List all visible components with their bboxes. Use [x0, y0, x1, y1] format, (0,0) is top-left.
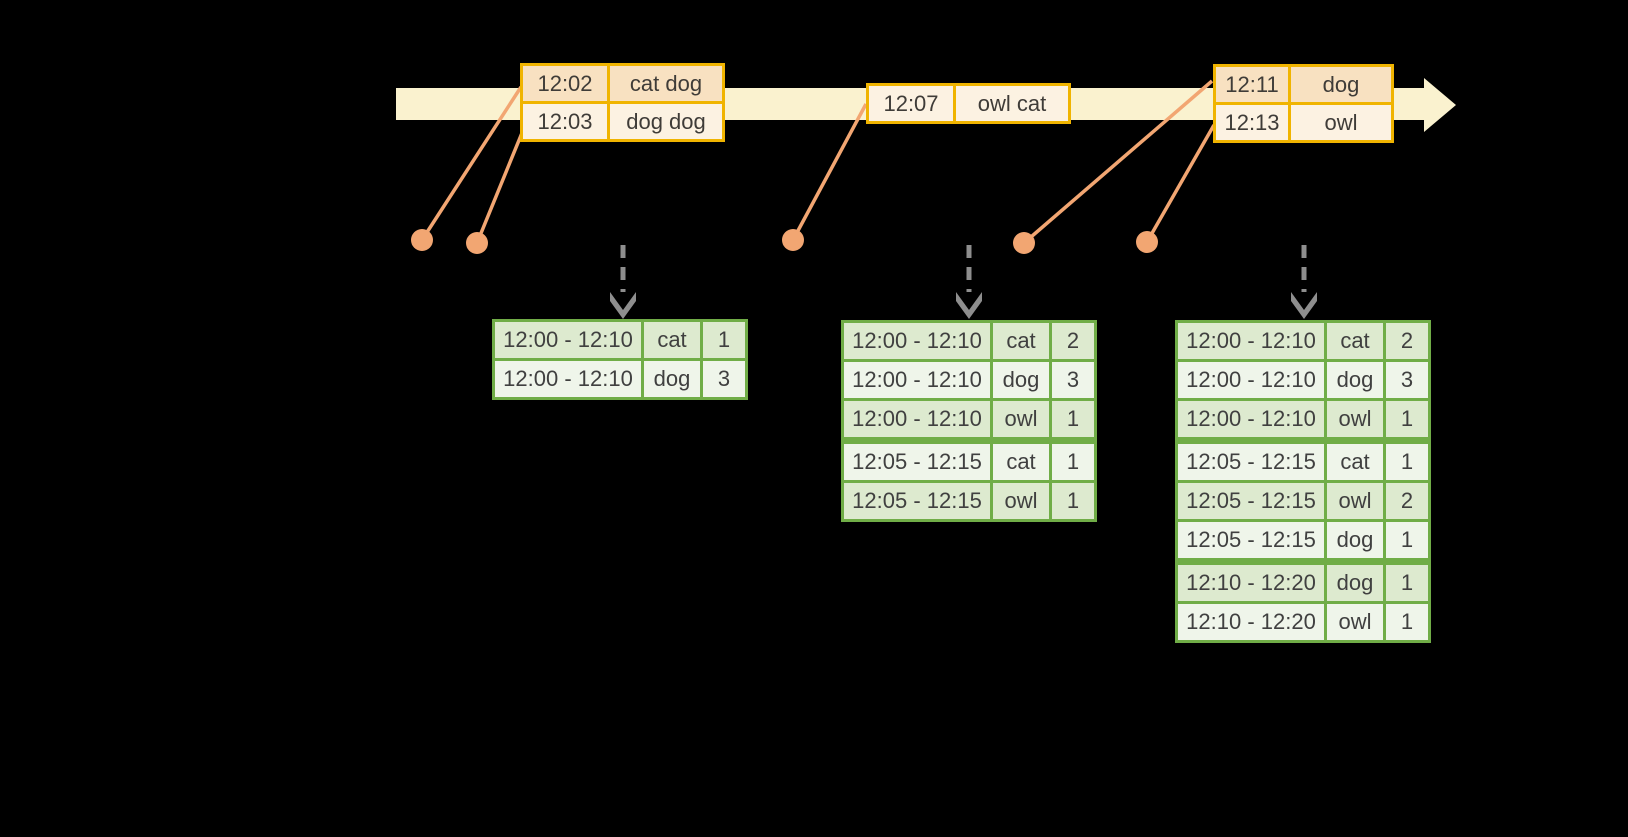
result-count: 2	[1049, 320, 1097, 362]
result-count: 3	[1383, 359, 1431, 401]
result-window: 12:00 - 12:10	[841, 359, 993, 401]
result-word: dog	[1324, 519, 1386, 563]
result-count: 3	[700, 358, 748, 400]
result-window: 12:10 - 12:20	[1175, 601, 1327, 643]
event-dot-icon	[466, 232, 488, 254]
result-count: 1	[1049, 437, 1097, 483]
result-count: 3	[1049, 359, 1097, 401]
event-time: 12:07	[866, 83, 956, 124]
result-word: dog	[990, 359, 1052, 401]
event-words: owl	[1288, 102, 1394, 143]
result-word: dog	[1324, 558, 1386, 604]
result-row: 12:10 - 12:20 owl 1	[1175, 601, 1431, 643]
event-time: 12:03	[520, 101, 610, 142]
event-dot-icon	[782, 229, 804, 251]
result-row: 12:00 - 12:10 cat 2	[841, 320, 1097, 362]
trigger-arrowhead-icon	[1291, 292, 1317, 319]
result-window: 12:05 - 12:15	[1175, 480, 1327, 522]
result-word: cat	[1324, 320, 1386, 362]
result-row: 12:05 - 12:15 cat 1	[1175, 437, 1431, 483]
result-word: cat	[990, 320, 1052, 362]
result-row: 12:05 - 12:15 owl 2	[1175, 480, 1431, 522]
event-connector-line	[791, 103, 868, 241]
result-word: owl	[1324, 601, 1386, 643]
result-word: cat	[1324, 437, 1386, 483]
result-window: 12:05 - 12:15	[1175, 519, 1327, 563]
result-word: cat	[990, 437, 1052, 483]
event-table-3: 12:11 dog 12:13 owl	[1213, 64, 1394, 143]
result-count: 1	[1049, 398, 1097, 442]
result-row: 12:00 - 12:10 owl 1	[841, 398, 1097, 442]
result-window: 12:00 - 12:10	[1175, 398, 1327, 442]
result-word: owl	[990, 398, 1052, 442]
result-window: 12:05 - 12:15	[1175, 437, 1327, 483]
event-connector-line	[420, 86, 523, 241]
timeline-arrowhead-icon	[1424, 78, 1456, 132]
result-window: 12:00 - 12:10	[492, 319, 644, 361]
result-window: 12:00 - 12:10	[1175, 320, 1327, 362]
result-count: 1	[1049, 480, 1097, 522]
result-window: 12:00 - 12:10	[1175, 359, 1327, 401]
result-row: 12:00 - 12:10 dog 3	[492, 358, 748, 400]
result-table-2: 12:00 - 12:10 cat 2 12:00 - 12:10 dog 3 …	[841, 320, 1097, 522]
event-words: dog dog	[607, 101, 725, 142]
trigger-arrowhead-icon	[956, 292, 982, 319]
event-connector-line	[1022, 79, 1214, 245]
result-count: 1	[700, 319, 748, 361]
trigger-arrowhead-icon	[610, 292, 636, 319]
event-row: 12:03 dog dog	[520, 101, 725, 142]
result-window: 12:05 - 12:15	[841, 437, 993, 483]
result-row: 12:00 - 12:10 owl 1	[1175, 398, 1431, 442]
result-row: 12:05 - 12:15 dog 1	[1175, 519, 1431, 563]
event-dot-icon	[1136, 231, 1158, 253]
event-time: 12:11	[1213, 64, 1291, 105]
result-window: 12:00 - 12:10	[841, 320, 993, 362]
event-row: 12:11 dog	[1213, 64, 1394, 105]
result-count: 1	[1383, 398, 1431, 442]
event-row: 12:07 owl cat	[866, 83, 1071, 124]
result-row: 12:05 - 12:15 cat 1	[841, 437, 1097, 483]
result-count: 2	[1383, 480, 1431, 522]
event-connector-line	[1145, 124, 1216, 243]
result-row: 12:00 - 12:10 dog 3	[1175, 359, 1431, 401]
event-connector-line	[475, 127, 526, 244]
result-count: 1	[1383, 601, 1431, 643]
result-row: 12:00 - 12:10 dog 3	[841, 359, 1097, 401]
event-dot-icon	[411, 229, 433, 251]
result-row: 12:05 - 12:15 owl 1	[841, 480, 1097, 522]
event-row: 12:13 owl	[1213, 102, 1394, 143]
result-word: owl	[1324, 480, 1386, 522]
result-word: cat	[641, 319, 703, 361]
event-row: 12:02 cat dog	[520, 63, 725, 104]
event-time: 12:13	[1213, 102, 1291, 143]
event-words: owl cat	[953, 83, 1071, 124]
event-time: 12:02	[520, 63, 610, 104]
result-count: 2	[1383, 320, 1431, 362]
event-words: cat dog	[607, 63, 725, 104]
result-window: 12:00 - 12:10	[841, 398, 993, 442]
result-window: 12:10 - 12:20	[1175, 558, 1327, 604]
result-window: 12:05 - 12:15	[841, 480, 993, 522]
result-word: dog	[641, 358, 703, 400]
result-window: 12:00 - 12:10	[492, 358, 644, 400]
result-word: owl	[1324, 398, 1386, 442]
result-word: dog	[1324, 359, 1386, 401]
event-words: dog	[1288, 64, 1394, 105]
result-row: 12:00 - 12:10 cat 2	[1175, 320, 1431, 362]
result-table-3: 12:00 - 12:10 cat 2 12:00 - 12:10 dog 3 …	[1175, 320, 1431, 643]
result-word: owl	[990, 480, 1052, 522]
event-table-1: 12:02 cat dog 12:03 dog dog	[520, 63, 725, 142]
result-row: 12:10 - 12:20 dog 1	[1175, 558, 1431, 604]
result-table-1: 12:00 - 12:10 cat 1 12:00 - 12:10 dog 3	[492, 319, 748, 400]
result-count: 1	[1383, 558, 1431, 604]
result-count: 1	[1383, 437, 1431, 483]
result-count: 1	[1383, 519, 1431, 563]
event-dot-icon	[1013, 232, 1035, 254]
event-table-2: 12:07 owl cat	[866, 83, 1071, 124]
result-row: 12:00 - 12:10 cat 1	[492, 319, 748, 361]
